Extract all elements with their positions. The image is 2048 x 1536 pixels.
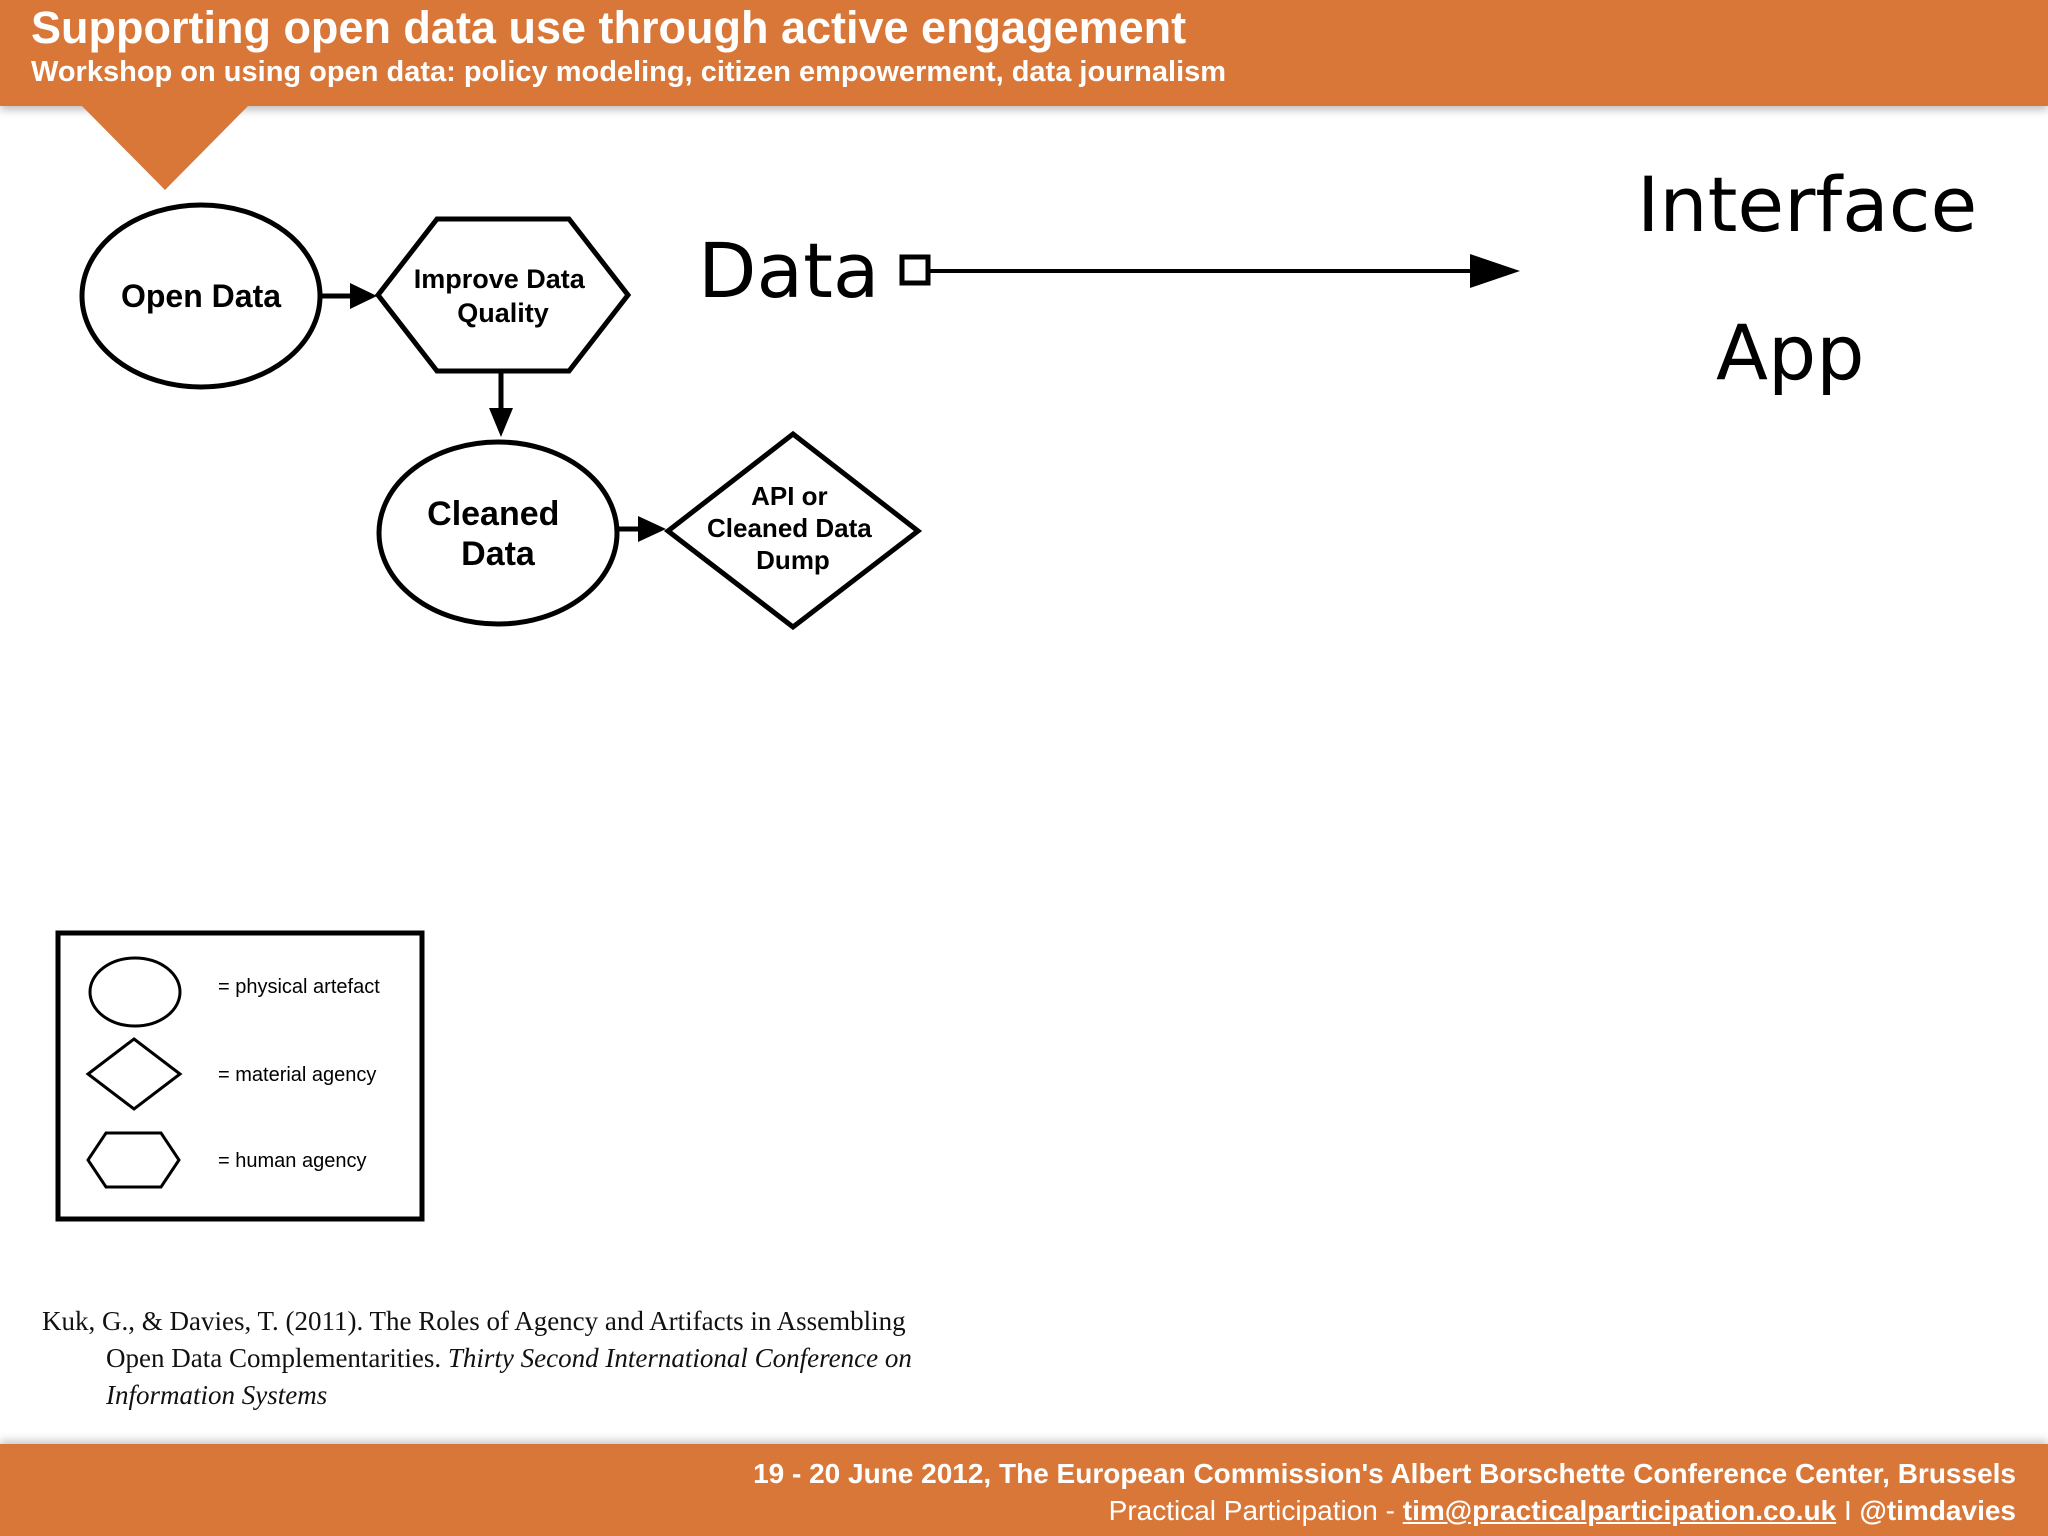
footer-org: Practical Participation - — [1108, 1495, 1403, 1526]
legend-label-human: = human agency — [218, 1150, 366, 1172]
footer-email-link[interactable]: tim@practicalparticipation.co.uk — [1402, 1495, 1837, 1526]
citation-line1: Kuk, G., & Davies, T. (2011). The Roles … — [42, 1306, 906, 1336]
legend-hexagon-icon — [86, 1131, 181, 1189]
api-dump-node — [663, 430, 923, 631]
legend-ellipse-icon — [88, 956, 182, 1028]
footer-separator: I — [1836, 1495, 1860, 1526]
api-dump-line2: Cleaned Data — [707, 513, 872, 543]
data-label: Data — [698, 226, 880, 315]
improve-quality-node — [374, 216, 632, 374]
legend-label-physical: = physical artefact — [218, 976, 380, 998]
slide-subtitle: Workshop on using open data: policy mode… — [31, 56, 1227, 88]
footer-contact-line: Practical Participation - tim@practicalp… — [1109, 1495, 2016, 1527]
footer-event-line: 19 - 20 June 2012, The European Commissi… — [753, 1458, 2016, 1489]
citation: Kuk, G., & Davies, T. (2011). The Roles … — [42, 1303, 1042, 1414]
open-data-node — [79, 202, 323, 390]
cleaned-data-line1: Cleaned — [427, 495, 559, 533]
citation-line2-italic: Thirty Second International Conference o… — [447, 1343, 912, 1373]
arrowhead-open-to-improve — [350, 283, 377, 309]
legend-label-material: = material agency — [218, 1064, 376, 1086]
api-dump-line3: Dump — [756, 545, 830, 575]
citation-line3-italic: Information Systems — [106, 1380, 328, 1410]
citation-line2-plain: Open Data Complementarities. — [106, 1343, 448, 1373]
citation-line2: Open Data Complementarities. Thirty Seco… — [42, 1340, 1042, 1377]
cleaned-data-node — [376, 439, 620, 627]
open-data-label: Open Data — [121, 278, 281, 314]
api-dump-line1: API or — [751, 481, 828, 511]
arrowhead-cleaned-to-api — [638, 516, 666, 542]
arrowhead-data-to-interface — [1470, 254, 1520, 288]
data-start-square — [899, 254, 931, 286]
interface-label: Interface — [1637, 160, 1978, 249]
improve-quality-line1: Improve Data — [414, 264, 586, 294]
improve-quality-label: Improve Data Quality — [414, 264, 593, 328]
legend-diamond-icon — [85, 1037, 183, 1111]
footer-bar: 19 - 20 June 2012, The European Commissi… — [0, 1444, 2048, 1536]
improve-quality-line2: Quality — [457, 298, 549, 328]
app-label: App — [1716, 308, 1865, 397]
arrowhead-improve-to-cleaned — [489, 408, 513, 437]
cleaned-data-label: Cleaned Data — [427, 495, 569, 573]
footer-twitter-handle[interactable]: @timdavies — [1859, 1495, 2016, 1526]
citation-line3: Information Systems — [42, 1377, 1042, 1414]
header-bar: Supporting open data use through active … — [0, 0, 2048, 106]
api-dump-label: API or Cleaned Data Dump — [707, 481, 879, 575]
header-notch-decoration — [80, 104, 250, 190]
cleaned-data-line2: Data — [461, 535, 536, 573]
slide-title: Supporting open data use through active … — [31, 2, 1187, 53]
